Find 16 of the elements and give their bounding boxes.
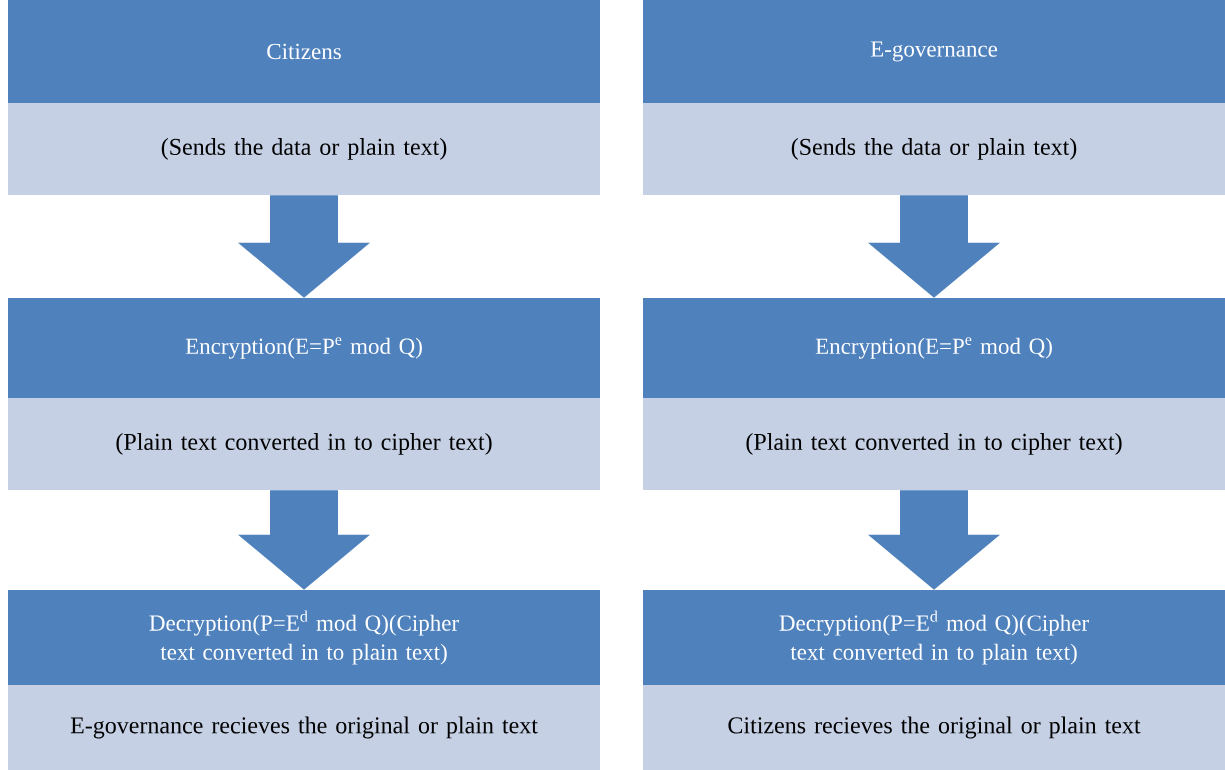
body-box: E-governance recieves the original or plain text	[8, 685, 600, 770]
header-box: Decryption(P=E$^{d}$ mod Q)(Cipher text converted in to plain text)	[643, 590, 1225, 685]
body-box: (Plain text converted in to cipher text)	[8, 398, 600, 490]
header-box: Encryption(E=P$^{e}$ mod Q)	[643, 298, 1225, 398]
block-arrow	[238, 195, 370, 298]
block-arrow	[238, 490, 370, 590]
header-box: Citizens	[8, 0, 600, 103]
body-box: (Sends the data or plain text)	[8, 103, 600, 195]
header-box: Decryption(P=E$^{d}$ mod Q)(Cipher text converted in to plain text)	[8, 590, 600, 685]
block-arrow	[868, 195, 1000, 298]
body-box: (Plain text converted in to cipher text)	[643, 398, 1225, 490]
header-box: Encryption(E=P$^{e}$ mod Q)	[8, 298, 600, 398]
body-box: Citizens recieves the original or plain text	[643, 685, 1225, 770]
block-arrow	[868, 490, 1000, 590]
header-box: E-governance	[643, 0, 1225, 103]
body-box: (Sends the data or plain text)	[643, 103, 1225, 195]
